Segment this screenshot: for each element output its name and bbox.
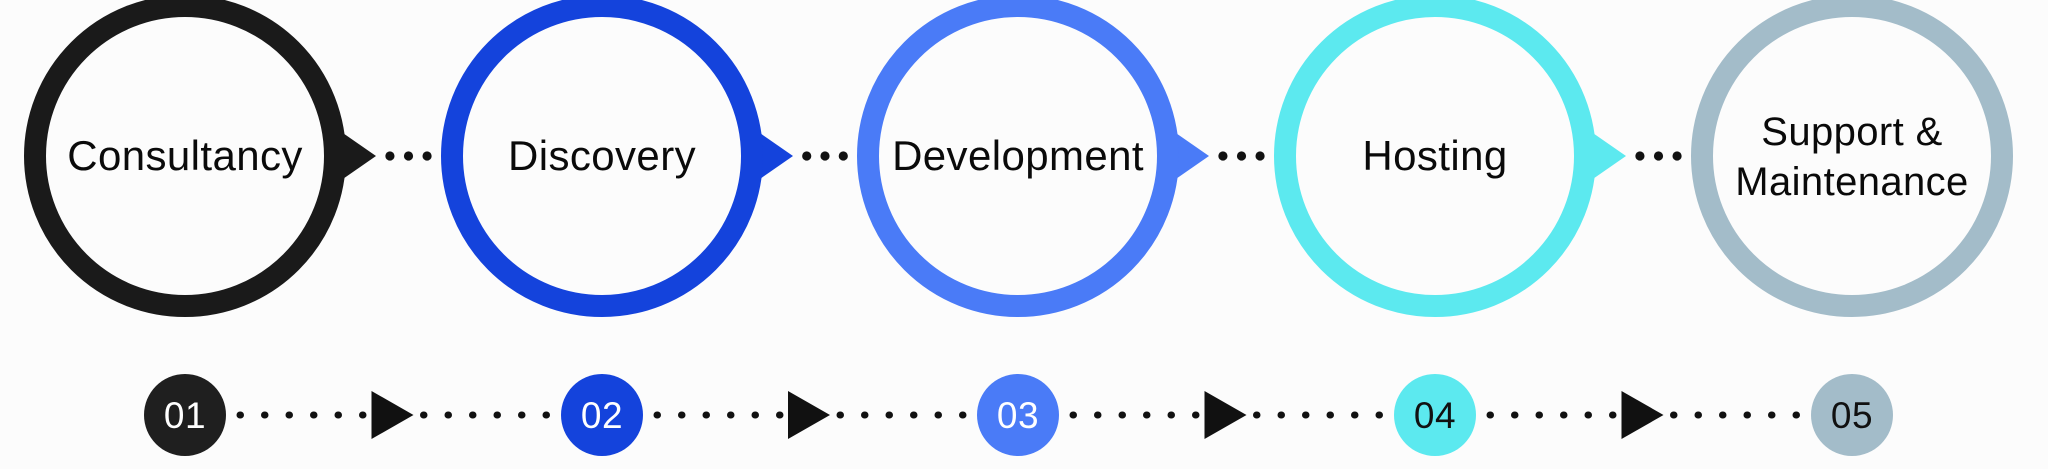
- connector-dot: [1236, 151, 1247, 161]
- step-badge-03[interactable]: 03: [977, 374, 1059, 456]
- connector-dots-01-02: [385, 151, 432, 161]
- connector-dot: [1635, 151, 1645, 161]
- badge-number: 05: [1831, 395, 1873, 436]
- step-label-01: Consultancy: [67, 132, 303, 179]
- connector-dot: [802, 151, 812, 161]
- step-ring-01[interactable]: Consultancy: [24, 0, 376, 317]
- step-ring-03[interactable]: Development: [857, 0, 1209, 317]
- ring-outline-05: [1691, 0, 2013, 317]
- badge-circle: [1811, 374, 1893, 456]
- step-badge-04[interactable]: 04: [1394, 374, 1476, 456]
- ring-outline-01: [24, 0, 346, 317]
- step-ring-04[interactable]: Hosting: [1274, 0, 1626, 317]
- step-ring-05[interactable]: Support & Maintenance: [1691, 0, 2013, 317]
- timeline-segment-01-02: [236, 391, 551, 439]
- step-label-03: Development: [892, 132, 1144, 179]
- step-label-05: Support &: [1761, 110, 1943, 154]
- timeline-track: [236, 391, 1801, 439]
- badge-circle: [1394, 374, 1476, 456]
- step-badge-01[interactable]: 01: [144, 374, 226, 456]
- step-badge-02[interactable]: 02: [561, 374, 643, 456]
- ring-connectors: [385, 151, 1682, 161]
- timeline-segment-04-05: [1486, 391, 1801, 439]
- connector-dot: [1255, 151, 1265, 161]
- connector-dots-03-04: [1218, 151, 1265, 161]
- ring-steps: Consultancy Discovery Development Hosting Su…: [24, 0, 2013, 317]
- badge-number: 02: [581, 395, 623, 436]
- timeline-segment-02-03: [653, 391, 967, 439]
- badge-circle: [144, 374, 226, 456]
- connector-dot: [1672, 151, 1682, 161]
- badge-circle: [561, 374, 643, 456]
- connector-dot: [838, 151, 848, 161]
- step-label-05: Maintenance: [1735, 160, 1968, 204]
- badge-number: 03: [997, 395, 1039, 436]
- connector-dots-02-03: [802, 151, 848, 161]
- timeline-arrow-icon: [1621, 391, 1664, 439]
- timeline-arrow-icon: [788, 391, 830, 439]
- badge-circle: [977, 374, 1059, 456]
- step-badge-05[interactable]: 05: [1811, 374, 1893, 456]
- connector-dot: [820, 151, 830, 161]
- connector-dot: [403, 151, 414, 161]
- step-ring-02[interactable]: Discovery: [441, 0, 793, 317]
- badge-number: 01: [164, 395, 206, 436]
- timeline-arrow-icon: [371, 391, 414, 439]
- timeline-arrow-icon: [1204, 391, 1247, 439]
- badge-number: 04: [1414, 395, 1456, 436]
- connector-dot: [1218, 151, 1228, 161]
- step-number-badges: 01 02 03 04 05: [144, 374, 1893, 456]
- connector-dot: [385, 151, 395, 161]
- step-label-04: Hosting: [1362, 132, 1507, 179]
- ring-outline-02: [441, 0, 763, 317]
- ring-outline-03: [857, 0, 1179, 317]
- connector-dot: [1653, 151, 1664, 161]
- timeline-segment-03-04: [1069, 391, 1384, 439]
- ring-outline-04: [1274, 0, 1596, 317]
- connector-dot: [422, 151, 432, 161]
- connector-dots-04-05: [1635, 151, 1682, 161]
- step-label-02: Discovery: [508, 132, 696, 179]
